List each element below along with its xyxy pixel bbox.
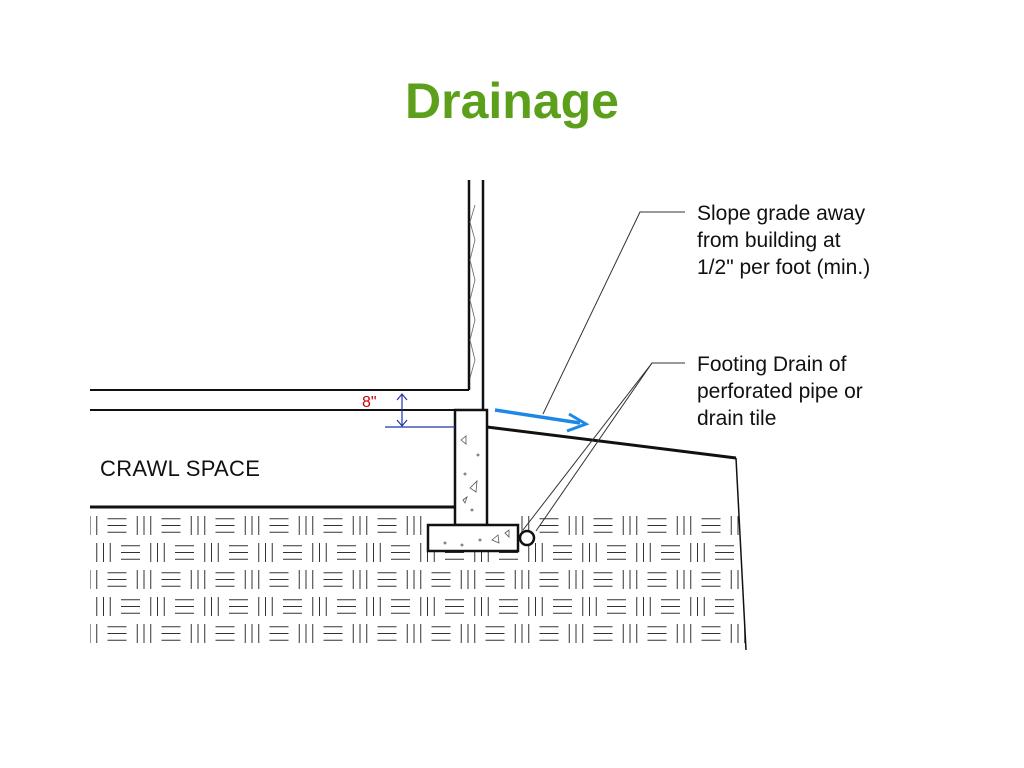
callout-leader-lines bbox=[522, 211, 685, 532]
callout-line: Footing Drain of bbox=[697, 353, 847, 376]
floor-system bbox=[90, 389, 469, 411]
sloped-grade-line bbox=[486, 425, 737, 460]
callout-line: perforated pipe or bbox=[697, 380, 863, 403]
slope-direction-arrow bbox=[494, 408, 590, 433]
soil-edge-right bbox=[735, 457, 747, 651]
slide-title: Drainage bbox=[405, 72, 619, 129]
soil-hatch bbox=[90, 516, 746, 643]
slope-grade-callout: Slope grade away from building at 1/2" p… bbox=[697, 200, 870, 281]
footing bbox=[426, 523, 520, 553]
foundation-wall bbox=[453, 408, 489, 527]
callout-line: drain tile bbox=[697, 407, 777, 430]
clearance-dimension-label: 8" bbox=[362, 394, 377, 411]
crawl-space-label: CRAWL SPACE bbox=[100, 456, 261, 481]
footing-drain-callout: Footing Drain of perforated pipe or drai… bbox=[697, 351, 863, 432]
callout-line: 1/2" per foot (min.) bbox=[697, 256, 871, 279]
footing-drain-pipe bbox=[518, 529, 536, 547]
callout-line: from building at bbox=[697, 229, 841, 252]
callout-line: Slope grade away bbox=[697, 202, 866, 225]
exterior-wall bbox=[467, 180, 485, 427]
clearance-dimension bbox=[385, 393, 455, 428]
